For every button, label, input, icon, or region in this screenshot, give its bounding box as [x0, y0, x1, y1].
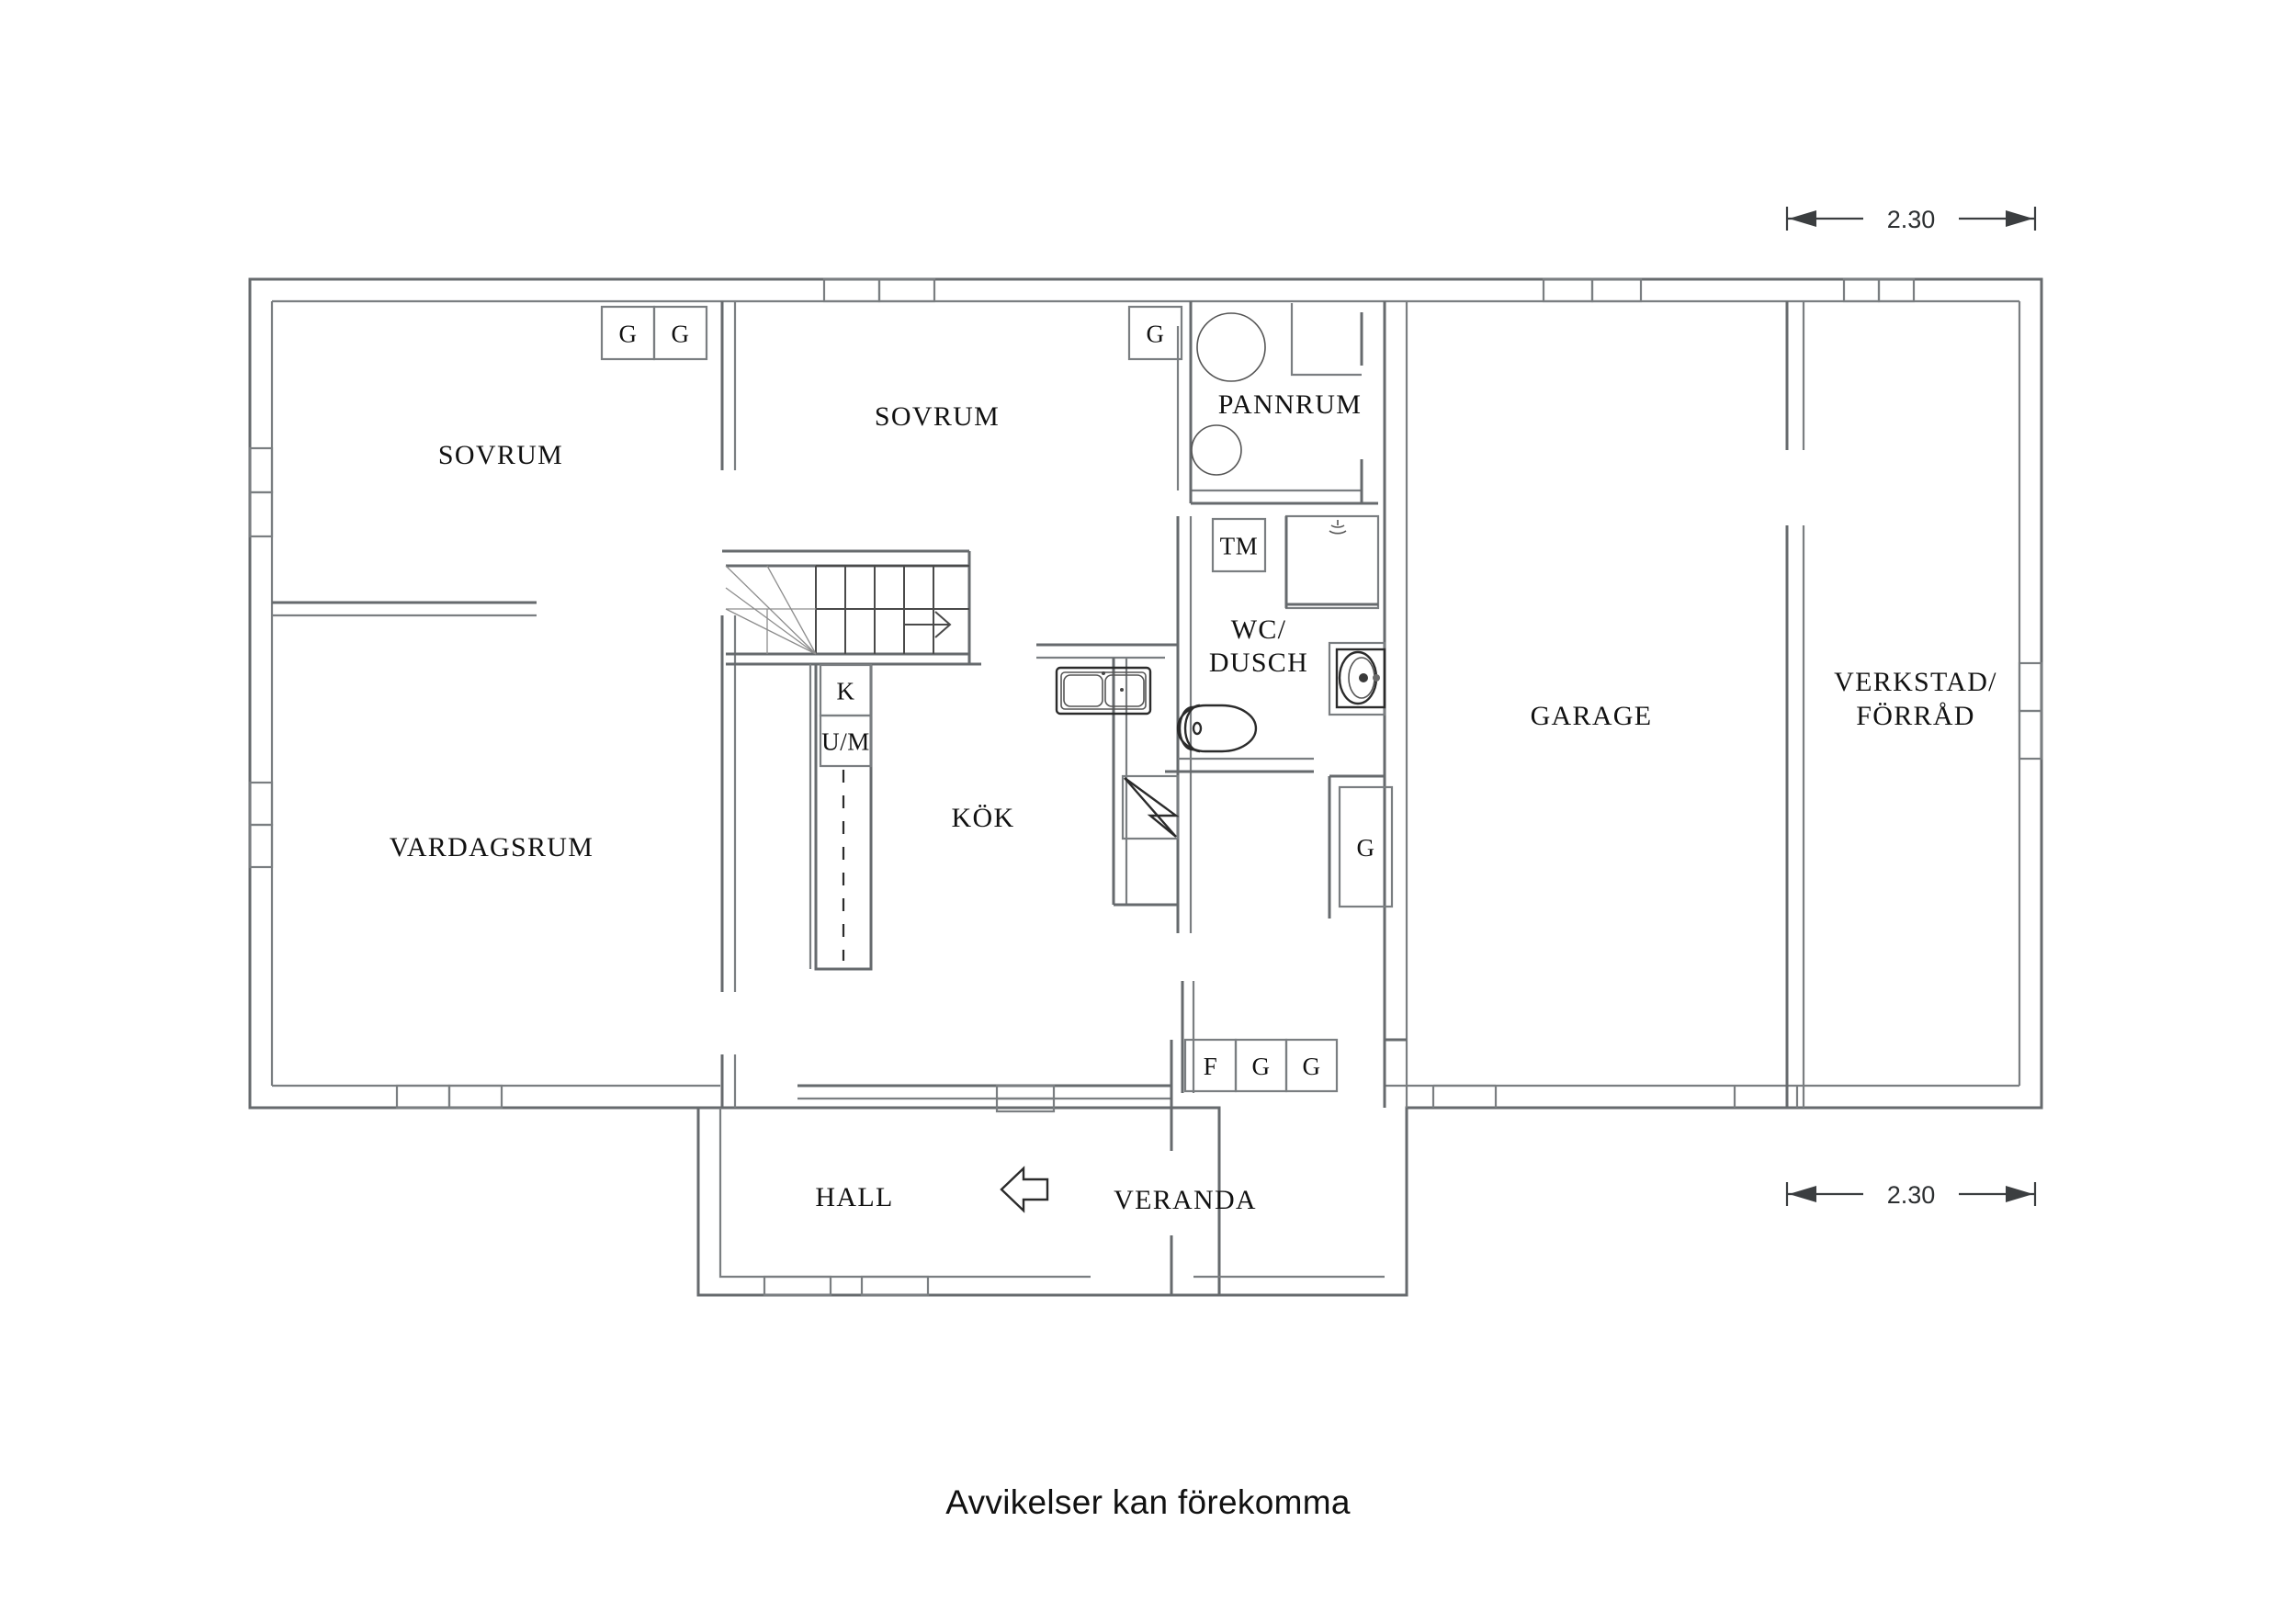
windows: [248, 277, 2043, 1297]
room-label-sovrum-2: SOVRUM: [875, 401, 1000, 432]
room-label-text: VERANDA: [1114, 1185, 1257, 1215]
dimension-value: 2.30: [1887, 1181, 1936, 1209]
appliance-box-wardrobe-hall-a: G: [1234, 1038, 1288, 1093]
room-label-text: KÖK: [952, 803, 1015, 833]
dimension-arrowhead-right-icon: [2006, 1186, 2033, 1202]
room-label-wc-dusch: WC/DUSCH: [1209, 614, 1308, 678]
appliance-boxes: G G G TM K U/M G F G G: [600, 305, 1394, 1093]
shower-enclosure: [1284, 514, 1380, 610]
room-label-kok: KÖK: [952, 803, 1015, 833]
appliance-box-outline: [652, 305, 708, 361]
room-label-text: SOVRUM: [875, 401, 1000, 432]
dimension-arrowhead-right-icon: [2006, 210, 2033, 227]
appliance-box-wardrobe-sovrum2: G: [1127, 305, 1183, 361]
room-label-text: GARAGE: [1531, 701, 1653, 731]
appliance-box-label: G: [1356, 834, 1374, 862]
room-label-garage: GARAGE: [1531, 701, 1653, 731]
interior-walls: [272, 301, 1805, 1297]
room-labels: SOVRUM SOVRUM PANNRUM WC/DUSCH KÖK VARDAGSRUM…: [390, 389, 1997, 1215]
outer-walls: [248, 277, 2043, 1297]
appliance-box-label: TM: [1220, 533, 1259, 560]
appliance-box-label: G: [1251, 1053, 1270, 1080]
room-label-text-2: FÖRRÅD: [1856, 701, 1975, 731]
toilet-icon: [1176, 704, 1258, 753]
room-label-hall: HALL: [815, 1182, 893, 1212]
room-label-text: WC/: [1231, 614, 1287, 645]
dimension-arrowhead-left-icon: [1789, 210, 1816, 227]
kitchen-sink-icon: [1055, 666, 1152, 716]
appliance-box-outline: [1338, 785, 1394, 908]
appliance-box-label: G: [1302, 1053, 1320, 1080]
dimension-dim-top-right: 2.30: [1785, 206, 2037, 233]
appliance-box-outline: [819, 714, 873, 768]
appliance-box-outline: [1127, 305, 1183, 361]
room-label-text: SOVRUM: [438, 440, 563, 470]
plan-caption: Avvikelser kan förekomma: [945, 1483, 1351, 1521]
appliance-box-washer-dryer-um: U/M: [819, 714, 873, 768]
room-label-text: PANNRUM: [1218, 389, 1362, 420]
room-label-text: HALL: [815, 1182, 893, 1212]
appliance-box-label: F: [1204, 1053, 1218, 1080]
entry-direction-arrow: [1000, 1166, 1049, 1213]
room-label-pannrum: PANNRUM: [1218, 389, 1362, 420]
pannrum-fixtures: [1191, 303, 1362, 476]
appliance-box-tumbler-tm: TM: [1211, 517, 1267, 573]
shower-head-icon: [1329, 520, 1347, 535]
room-label-sovrum-1: SOVRUM: [438, 440, 563, 470]
room-label-text-2: DUSCH: [1209, 648, 1308, 678]
washbasin-icon: [1328, 641, 1386, 716]
room-label-vardagsrum: VARDAGSRUM: [390, 832, 594, 862]
appliance-box-label: K: [836, 678, 854, 705]
appliance-box-label: U/M: [821, 728, 870, 756]
staircase: [722, 549, 981, 971]
appliance-box-wardrobe-sovrum1-a: G: [600, 305, 656, 361]
room-label-verkstad: VERKSTAD/FÖRRÅD: [1834, 667, 1997, 731]
appliance-box-label: G: [1146, 321, 1164, 348]
appliance-box-wardrobe-sovrum1-b: G: [652, 305, 708, 361]
appliance-box-label: G: [671, 321, 689, 348]
room-label-text: VERKSTAD/: [1834, 667, 1997, 697]
appliance-box-wardrobe-hall-b: G: [1284, 1038, 1339, 1093]
dimension-lines: 2.30 2.30: [1785, 206, 2037, 1209]
door-openings: [1431, 1084, 1799, 1108]
appliance-box-wardrobe-garage: G: [1338, 785, 1394, 908]
room-label-veranda: VERANDA: [1114, 1185, 1257, 1215]
stove-icon: [1121, 774, 1180, 840]
appliance-box-outline: [1284, 1038, 1339, 1093]
dimension-value: 2.30: [1887, 206, 1936, 233]
appliance-box-label: G: [618, 321, 637, 348]
appliance-box-cupboard-k: K: [819, 663, 873, 717]
dimension-dim-bottom-right: 2.30: [1785, 1181, 2037, 1209]
room-label-text: VARDAGSRUM: [390, 832, 594, 862]
dimension-arrowhead-left-icon: [1789, 1186, 1816, 1202]
appliance-box-outline: [1211, 517, 1267, 573]
